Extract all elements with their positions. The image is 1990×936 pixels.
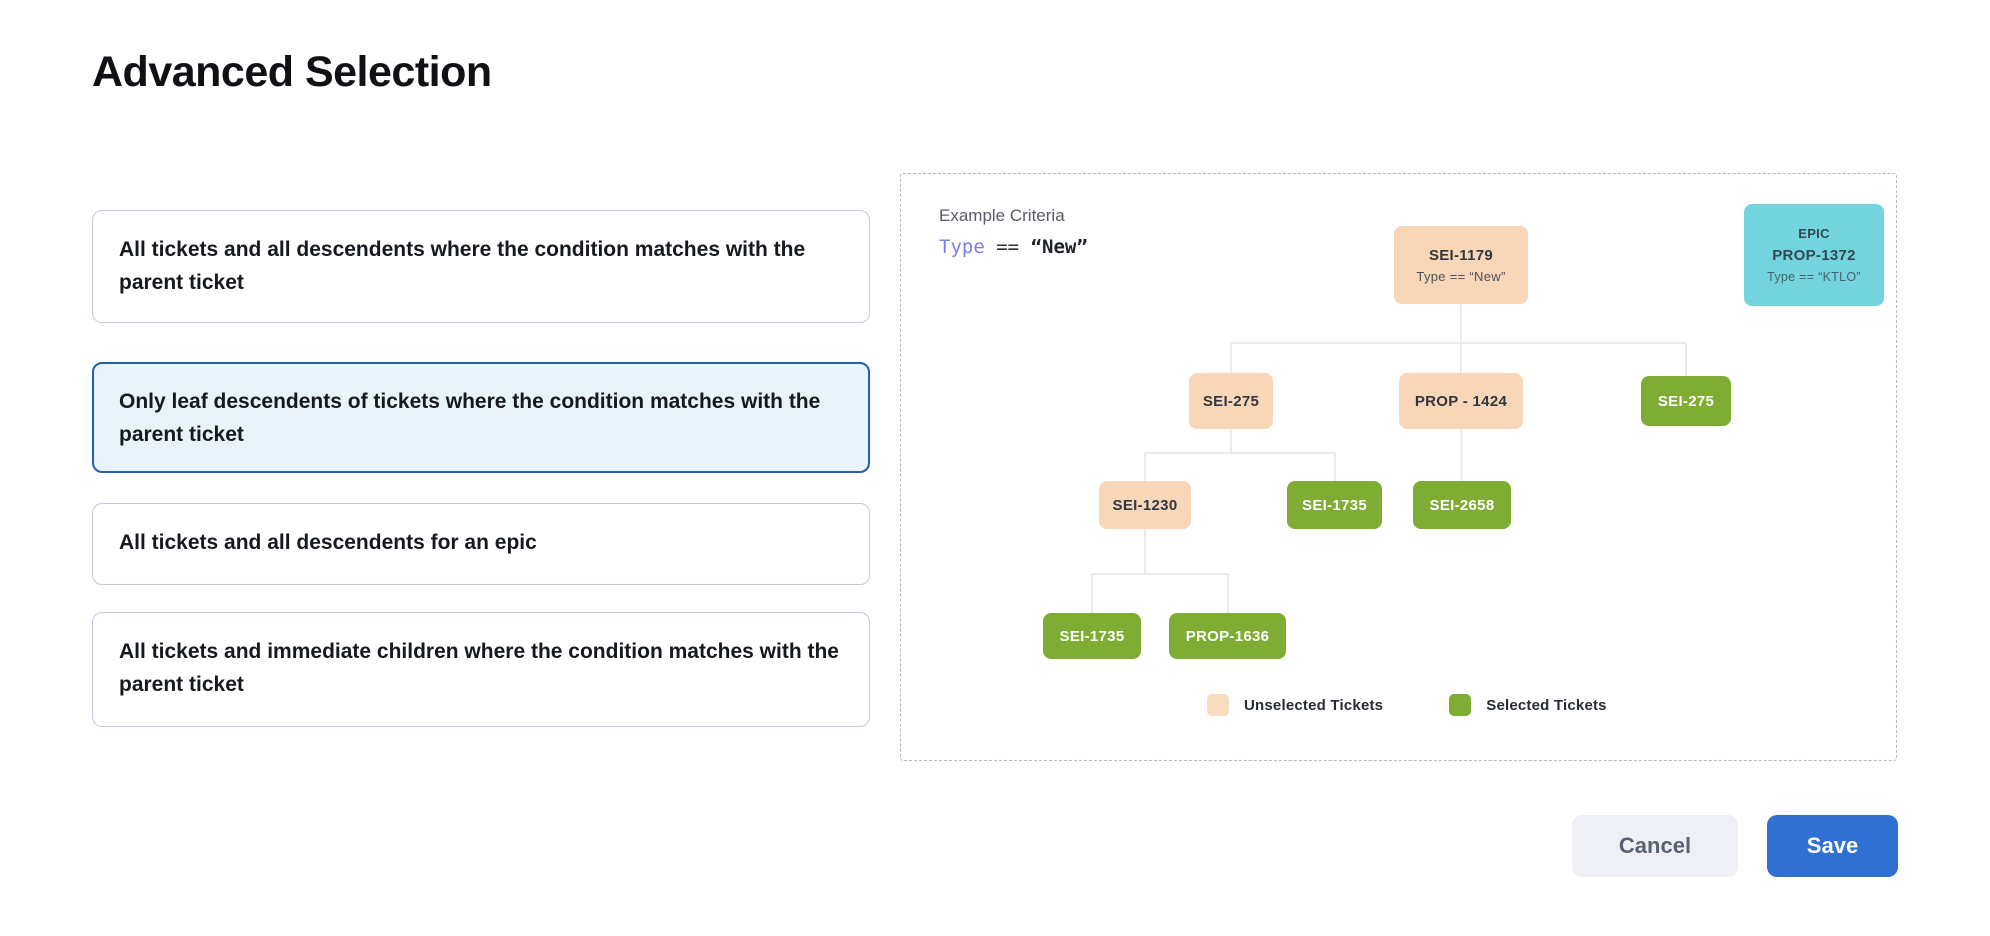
unselected-swatch-icon xyxy=(1207,694,1229,716)
criteria-field: Type xyxy=(939,236,985,258)
ticket-node: SEI-1735 xyxy=(1287,481,1382,529)
epic-condition: Type == “KTLO” xyxy=(1767,270,1861,284)
ticket-id: SEI-275 xyxy=(1657,392,1715,410)
option-label: Only leaf descendents of tickets where t… xyxy=(119,390,821,446)
ticket-id: SEI-2658 xyxy=(1429,496,1495,514)
ticket-node: SEI-275 xyxy=(1189,373,1273,429)
option-leaf-descendents-condition[interactable]: Only leaf descendents of tickets where t… xyxy=(92,362,870,473)
page-title: Advanced Selection xyxy=(92,48,492,96)
ticket-id: SEI-1179 xyxy=(1428,246,1494,264)
ticket-node: SEI-1735 xyxy=(1043,613,1141,659)
option-label: All tickets and immediate children where… xyxy=(119,640,839,696)
option-label: All tickets and all descendents for an e… xyxy=(119,531,537,554)
epic-id: PROP-1372 xyxy=(1772,247,1856,264)
ticket-node: SEI-2658 xyxy=(1413,481,1511,529)
legend: Unselected Tickets Selected Tickets xyxy=(1207,694,1607,716)
cancel-button[interactable]: Cancel xyxy=(1572,815,1738,877)
legend-label: Selected Tickets xyxy=(1486,696,1607,714)
option-label: All tickets and all descendents where th… xyxy=(119,238,806,294)
save-button[interactable]: Save xyxy=(1767,815,1898,877)
ticket-condition: Type == “New” xyxy=(1416,268,1506,284)
ticket-node: SEI-275 xyxy=(1641,376,1731,426)
ticket-node: PROP - 1424 xyxy=(1399,373,1523,429)
epic-card: EPIC PROP-1372 Type == “KTLO” xyxy=(1744,204,1884,306)
criteria-value: “New” xyxy=(1030,236,1088,258)
criteria-operator: == xyxy=(996,236,1020,258)
criteria-expression: Type == “New” xyxy=(939,236,1088,258)
ticket-node-root: SEI-1179 Type == “New” xyxy=(1394,226,1528,304)
ticket-id: PROP - 1424 xyxy=(1414,392,1508,410)
ticket-id: SEI-1735 xyxy=(1059,627,1125,645)
ticket-id: PROP-1636 xyxy=(1185,627,1270,645)
option-all-descendents-epic[interactable]: All tickets and all descendents for an e… xyxy=(92,503,870,585)
ticket-id: SEI-275 xyxy=(1202,392,1260,410)
ticket-node: PROP-1636 xyxy=(1169,613,1286,659)
selected-swatch-icon xyxy=(1449,694,1472,716)
legend-label: Unselected Tickets xyxy=(1244,696,1384,714)
tree-connector-lines xyxy=(1091,304,1687,613)
option-all-descendents-condition[interactable]: All tickets and all descendents where th… xyxy=(92,210,870,323)
ticket-id: SEI-1230 xyxy=(1112,496,1178,514)
epic-tag: EPIC xyxy=(1798,226,1830,241)
ticket-node: SEI-1230 xyxy=(1099,481,1191,529)
ticket-id: SEI-1735 xyxy=(1302,496,1367,514)
legend-item-unselected: Unselected Tickets xyxy=(1207,694,1383,716)
option-immediate-children-condition[interactable]: All tickets and immediate children where… xyxy=(92,612,870,727)
legend-item-selected: Selected Tickets xyxy=(1449,694,1607,716)
example-criteria-label: Example Criteria xyxy=(939,206,1065,225)
example-criteria-panel: Example Criteria Type == “New” SEI-1179 … xyxy=(900,173,1897,761)
